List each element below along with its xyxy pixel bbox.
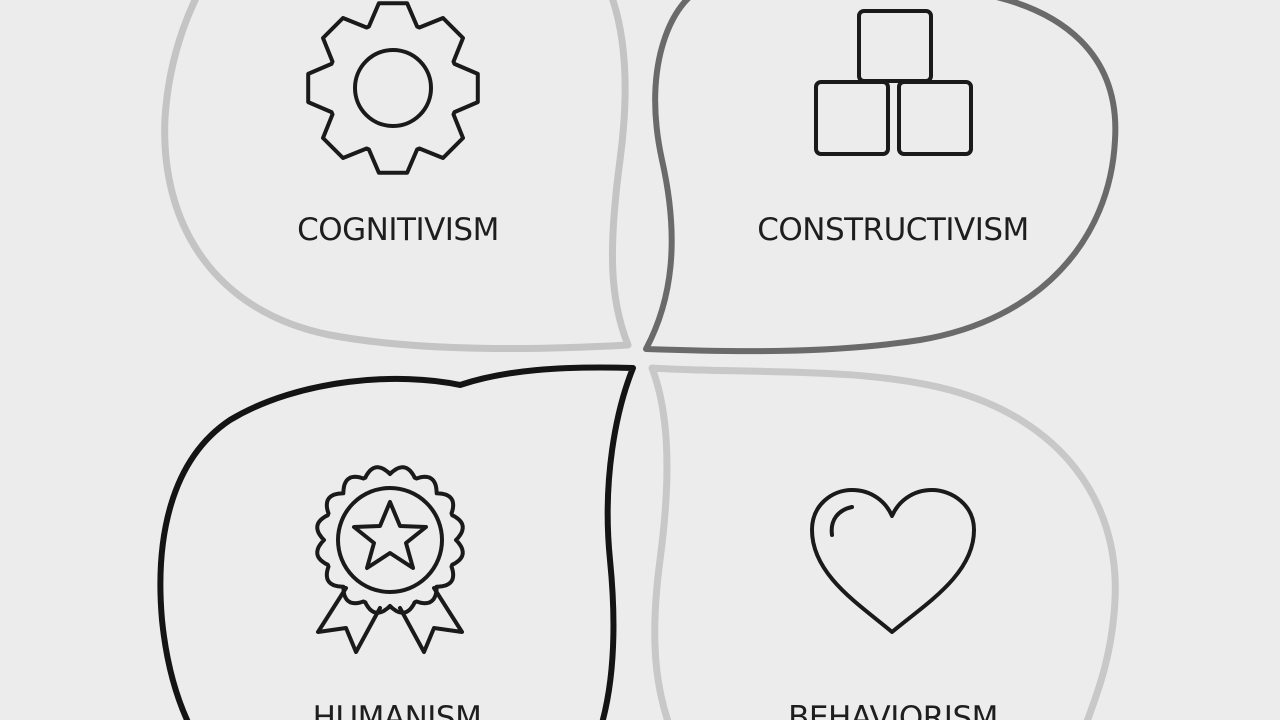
humanism-label: HUMANISM xyxy=(313,700,482,720)
cognitivism-label: COGNITIVISM xyxy=(297,212,499,248)
humanism-petal xyxy=(157,364,636,720)
behaviorism-petal xyxy=(648,364,1119,720)
constructivism-label: CONSTRUCTIVISM xyxy=(757,212,1029,248)
constructivism-petal xyxy=(643,0,1119,355)
cognitivism-petal xyxy=(161,0,632,353)
award-ribbon-icon xyxy=(315,465,465,654)
heart-icon xyxy=(810,488,976,634)
gear-icon xyxy=(306,1,480,175)
behaviorism-label: BEHAVIORISM xyxy=(788,700,998,720)
blocks-icon xyxy=(814,9,973,156)
